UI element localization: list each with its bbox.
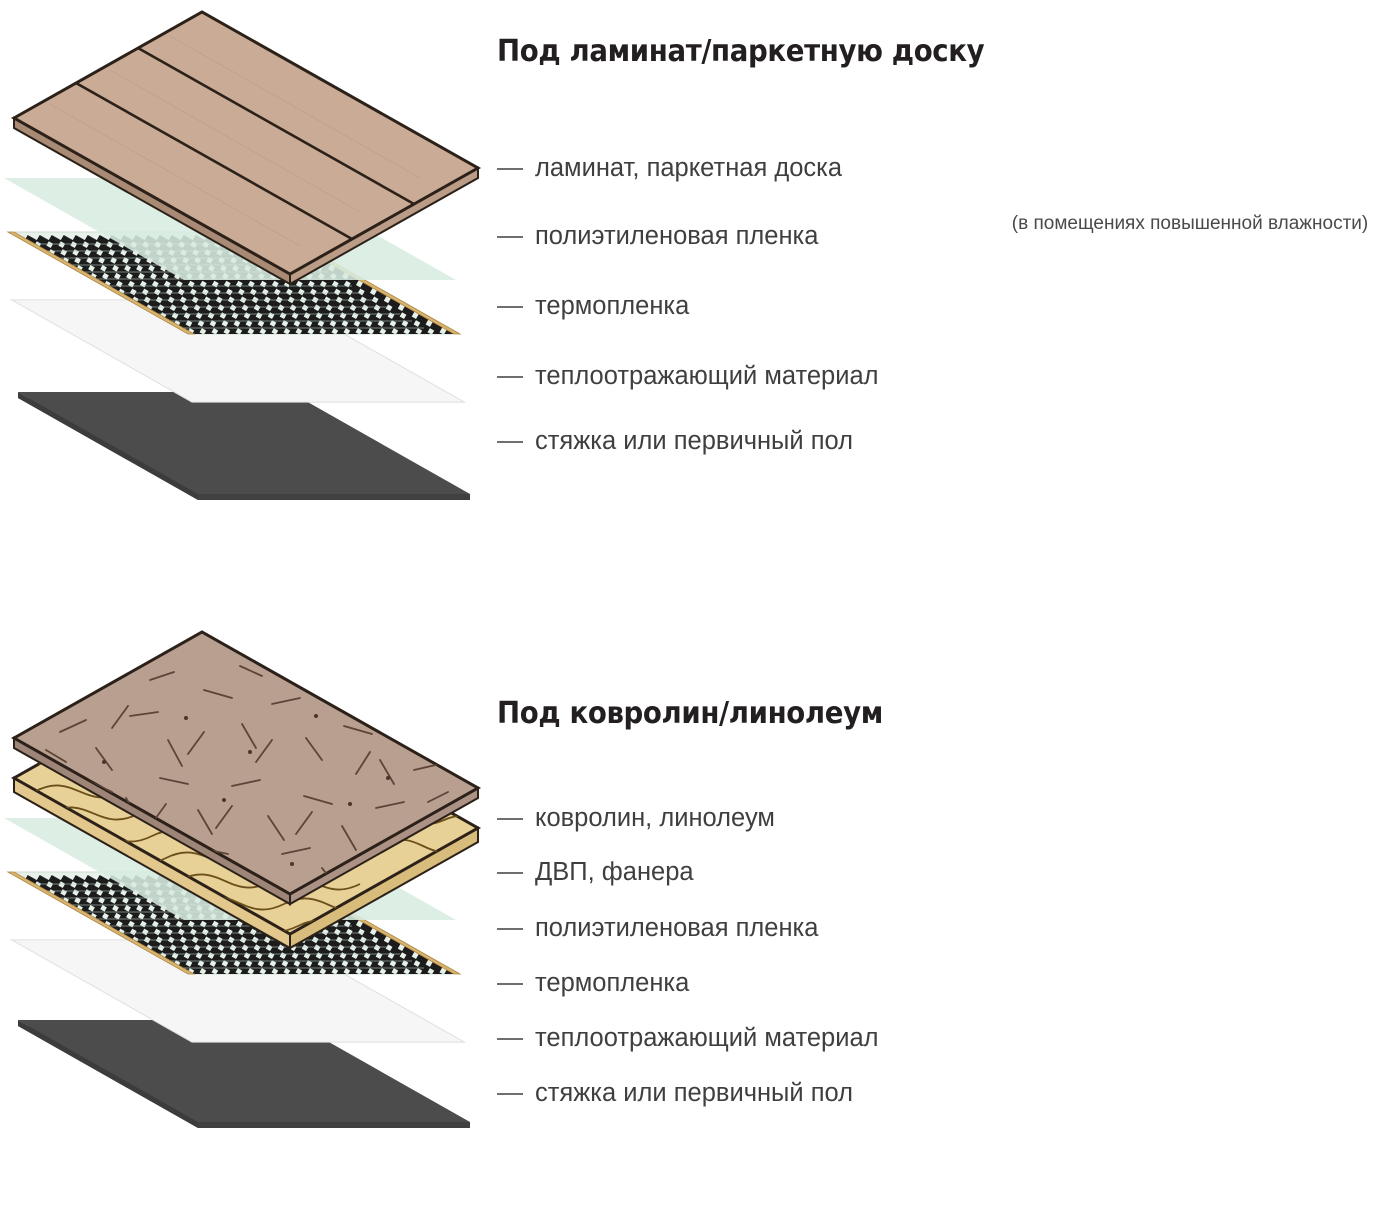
leader-dash-icon (497, 982, 523, 985)
label-row: полиэтиленовая пленка (497, 914, 819, 942)
leader-dash-icon (497, 305, 523, 308)
carpet-linoleum-layer (0, 620, 500, 1220)
label-text: ковролин, линолеум (535, 804, 775, 832)
layer-stack-carpet (0, 620, 500, 1220)
label-row: полиэтиленовая пленка (497, 222, 819, 250)
label-row: стяжка или первичный пол (497, 427, 854, 455)
label-text: полиэтиленовая пленка (535, 222, 819, 250)
leader-dash-icon (497, 1037, 523, 1040)
diagram-carpet: Под ковролин/линолеум ковролин, линолеум… (0, 620, 1384, 1216)
label-row: теплоотражающий материал (497, 362, 879, 390)
label-text: теплоотражающий материал (535, 1024, 879, 1052)
leader-dash-icon (497, 235, 523, 238)
screed-layer (0, 620, 500, 1220)
label-row: термопленка (497, 292, 690, 320)
layer-stack-laminate (0, 0, 500, 600)
leader-dash-icon (497, 375, 523, 378)
leader-dash-icon (497, 1092, 523, 1095)
page-title-laminate: Под ламинат/паркетную доску (497, 34, 985, 69)
leader-dash-icon (497, 440, 523, 443)
humidity-note: (в помещениях повышенной влажности) (1011, 213, 1369, 234)
label-text: ламинат, паркетная доска (535, 154, 843, 182)
leader-dash-icon (497, 871, 523, 874)
label-row: термопленка (497, 969, 690, 997)
diagram-laminate: Под ламинат/паркетную доску ламинат, пар… (0, 0, 1384, 600)
label-text: полиэтиленовая пленка (535, 914, 819, 942)
label-text: стяжка или первичный пол (535, 1079, 854, 1107)
label-text: термопленка (535, 292, 690, 320)
label-row: ДВП, фанера (497, 858, 694, 886)
label-row: ламинат, паркетная доска (497, 154, 843, 182)
screed-layer (0, 0, 500, 600)
leader-dash-icon (497, 167, 523, 170)
label-row: теплоотражающий материал (497, 1024, 879, 1052)
label-text: теплоотражающий материал (535, 362, 879, 390)
label-row: стяжка или первичный пол (497, 1079, 854, 1107)
label-text: стяжка или первичный пол (535, 427, 854, 455)
label-text: ДВП, фанера (535, 858, 694, 886)
leader-dash-icon (497, 927, 523, 930)
laminate-board-layer (0, 0, 500, 600)
page-title-carpet: Под ковролин/линолеум (497, 696, 883, 731)
label-row: ковролин, линолеум (497, 804, 775, 832)
leader-dash-icon (497, 817, 523, 820)
label-text: термопленка (535, 969, 690, 997)
